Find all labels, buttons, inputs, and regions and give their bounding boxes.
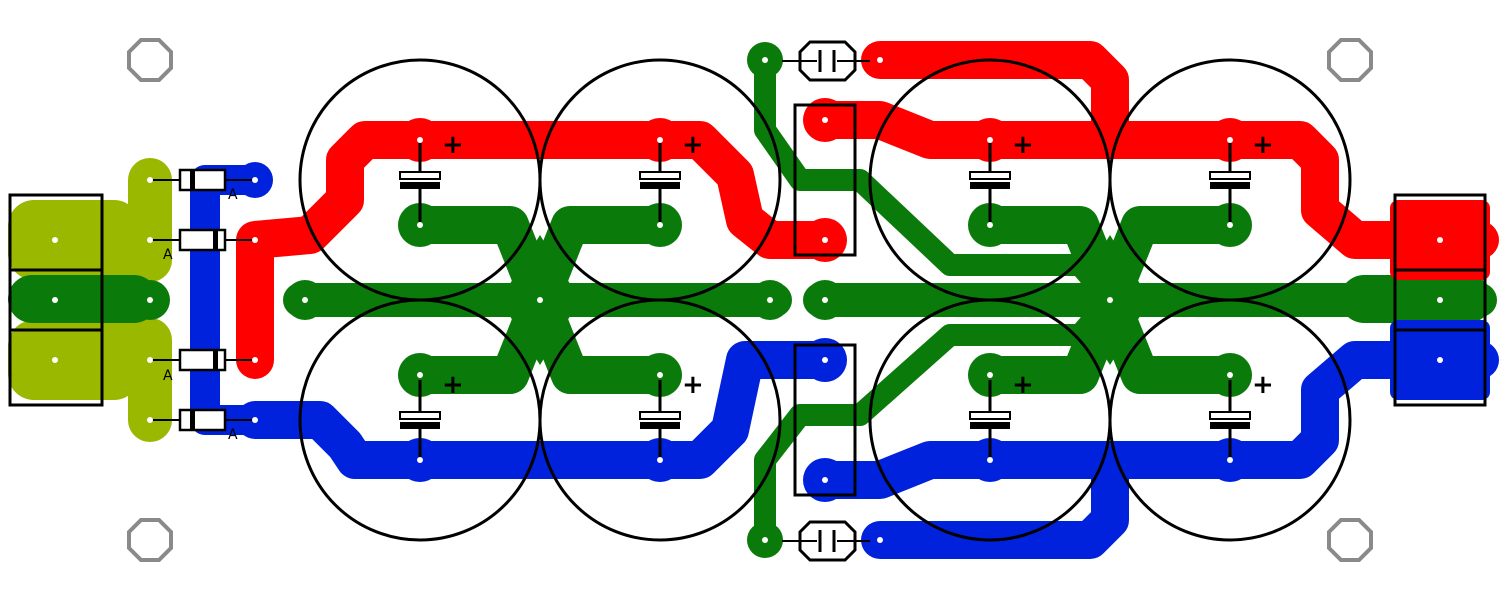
drill-hole: [822, 297, 828, 303]
polarity-plus-label: +: [442, 370, 464, 400]
drill-hole: [147, 417, 153, 423]
drill-hole: [417, 222, 423, 228]
ac-input-copper: [8, 158, 172, 442]
drill-hole: [252, 417, 258, 423]
drill-hole: [987, 372, 993, 378]
ground-pad-left: [8, 275, 158, 323]
diode: A: [152, 408, 255, 443]
drill-hole: [52, 297, 58, 303]
capacitor-outline: [538, 298, 782, 542]
capacitor-symbol: +: [639, 370, 704, 462]
drill-hole: [147, 177, 153, 183]
drill-hole: [877, 537, 883, 543]
capacitor-symbol: +: [1209, 130, 1274, 222]
drill-hole: [987, 137, 993, 143]
drill-hole: [252, 357, 258, 363]
polarity-plus-label: +: [1012, 130, 1034, 160]
drill-hole: [822, 357, 828, 363]
resistor-outline-bottom: [793, 343, 857, 497]
drill-hole: [762, 57, 768, 63]
drill-hole: [987, 457, 993, 463]
drill-hole: [252, 237, 258, 243]
drill-hole: [987, 222, 993, 228]
anode-label: A: [228, 187, 238, 203]
drill-hole: [1107, 297, 1113, 303]
drill-hole: [52, 237, 58, 243]
drill-hole: [1227, 372, 1233, 378]
polarity-plus-label: +: [1252, 130, 1274, 160]
drill-holes: [52, 57, 1443, 543]
drill-hole: [1437, 357, 1443, 363]
electrolytic-capacitors: [298, 58, 1352, 542]
drill-hole: [1227, 222, 1233, 228]
resistor-outline-top: [793, 103, 857, 257]
drill-hole: [1437, 297, 1443, 303]
diode: A: [152, 228, 255, 263]
film-capacitor-top: [782, 40, 870, 82]
capacitor-symbol: +: [1209, 370, 1274, 462]
diode: A: [152, 348, 255, 384]
anode-label: A: [163, 247, 173, 263]
mounting-holes: [127, 38, 1373, 562]
drill-hole: [417, 137, 423, 143]
drill-hole: [1227, 457, 1233, 463]
mounting-hole: [127, 38, 173, 82]
anode-label: A: [228, 427, 238, 443]
drill-hole: [767, 297, 773, 303]
mounting-hole: [127, 518, 173, 562]
capacitor-symbol: +: [639, 130, 704, 222]
capacitor-outline: [1108, 298, 1352, 542]
mounting-hole: [1327, 518, 1373, 562]
drill-hole: [147, 237, 153, 243]
capacitor-symbols: + + + + + + + +: [399, 130, 1274, 462]
drill-hole: [1437, 237, 1443, 243]
drill-hole: [762, 537, 768, 543]
drill-hole: [657, 137, 663, 143]
rectifier-diodes: A A A A: [152, 168, 255, 443]
capacitor-symbol: +: [969, 130, 1034, 222]
drill-hole: [252, 177, 258, 183]
drill-hole: [877, 57, 883, 63]
drill-hole: [52, 357, 58, 363]
polarity-plus-label: +: [1012, 370, 1034, 400]
film-capacitors: [782, 40, 870, 562]
capacitor-symbol: +: [969, 370, 1034, 462]
drill-hole: [302, 297, 308, 303]
drill-hole: [822, 477, 828, 483]
resistors: [793, 103, 857, 497]
drill-hole: [1227, 137, 1233, 143]
drill-hole: [417, 372, 423, 378]
drill-hole: [822, 237, 828, 243]
drill-hole: [147, 297, 153, 303]
mounting-hole: [1327, 38, 1373, 82]
film-capacitor-bottom: [782, 520, 870, 562]
drill-hole: [657, 457, 663, 463]
drill-hole: [822, 117, 828, 123]
anode-label: A: [163, 368, 173, 384]
drill-hole: [147, 357, 153, 363]
connectors: [8, 193, 1487, 407]
diode: A: [152, 168, 255, 203]
drill-hole: [657, 222, 663, 228]
drill-hole: [417, 457, 423, 463]
input-connector-outline: [8, 193, 104, 407]
polarity-plus-label: +: [442, 130, 464, 160]
capacitor-symbol: +: [399, 130, 464, 222]
polarity-plus-label: +: [1252, 370, 1274, 400]
output-connector-outline: [1393, 193, 1487, 407]
capacitor-symbol: +: [399, 370, 464, 462]
negative-rail-copper: [190, 165, 1499, 559]
polarity-plus-label: +: [682, 370, 704, 400]
polarity-plus-label: +: [682, 130, 704, 160]
drill-hole: [537, 297, 543, 303]
drill-hole: [657, 372, 663, 378]
